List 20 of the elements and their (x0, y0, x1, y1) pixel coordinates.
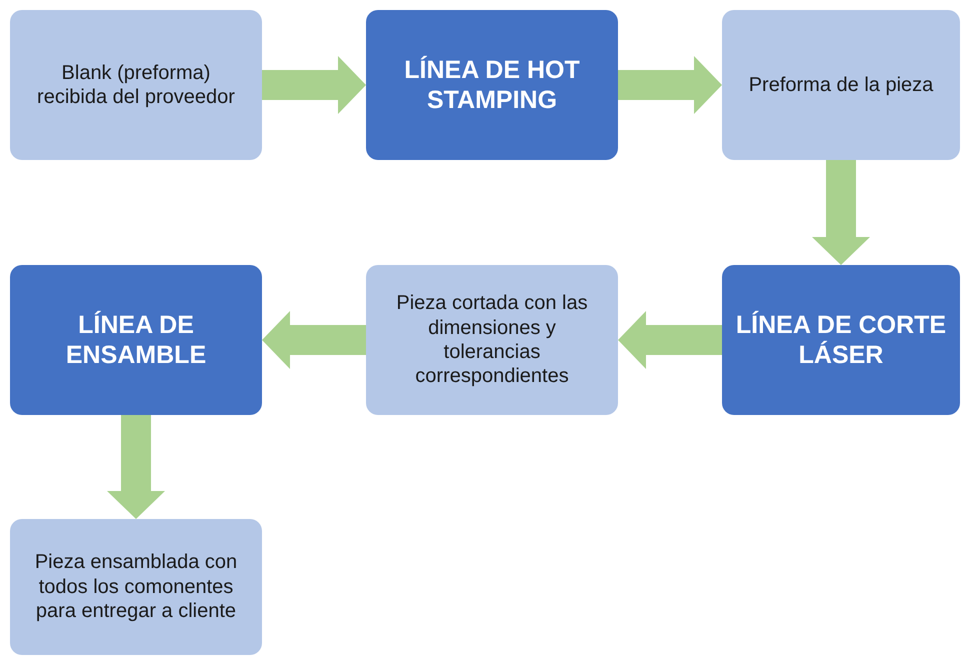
box-text: Pieza ensamblada con todos los comonentes para entregar a cliente (34, 550, 238, 624)
process-box (10, 10, 262, 160)
process-box (10, 265, 262, 415)
process-box (722, 10, 960, 160)
box-text: LÍNEA DE ENSAMBLE (64, 310, 208, 370)
box-text: LÍNEA DE CORTE LÁSER (734, 310, 948, 370)
box-text: Preforma de la pieza (748, 72, 934, 98)
block-arrow (812, 160, 870, 265)
box-text: Blank (preforma) recibida del proveedor (36, 60, 236, 110)
process-box (366, 265, 618, 415)
process-box (722, 265, 960, 415)
block-arrow (262, 56, 366, 114)
block-arrow (618, 56, 722, 114)
box-text: Pieza cortada con las dimensiones y tolerancias correspondientes (395, 291, 589, 389)
process-box (366, 10, 618, 160)
block-arrow (262, 311, 366, 369)
block-arrow (618, 311, 722, 369)
process-box (10, 519, 262, 655)
box-text: LÍNEA DE HOT STAMPING (403, 54, 581, 116)
block-arrow (107, 415, 165, 519)
